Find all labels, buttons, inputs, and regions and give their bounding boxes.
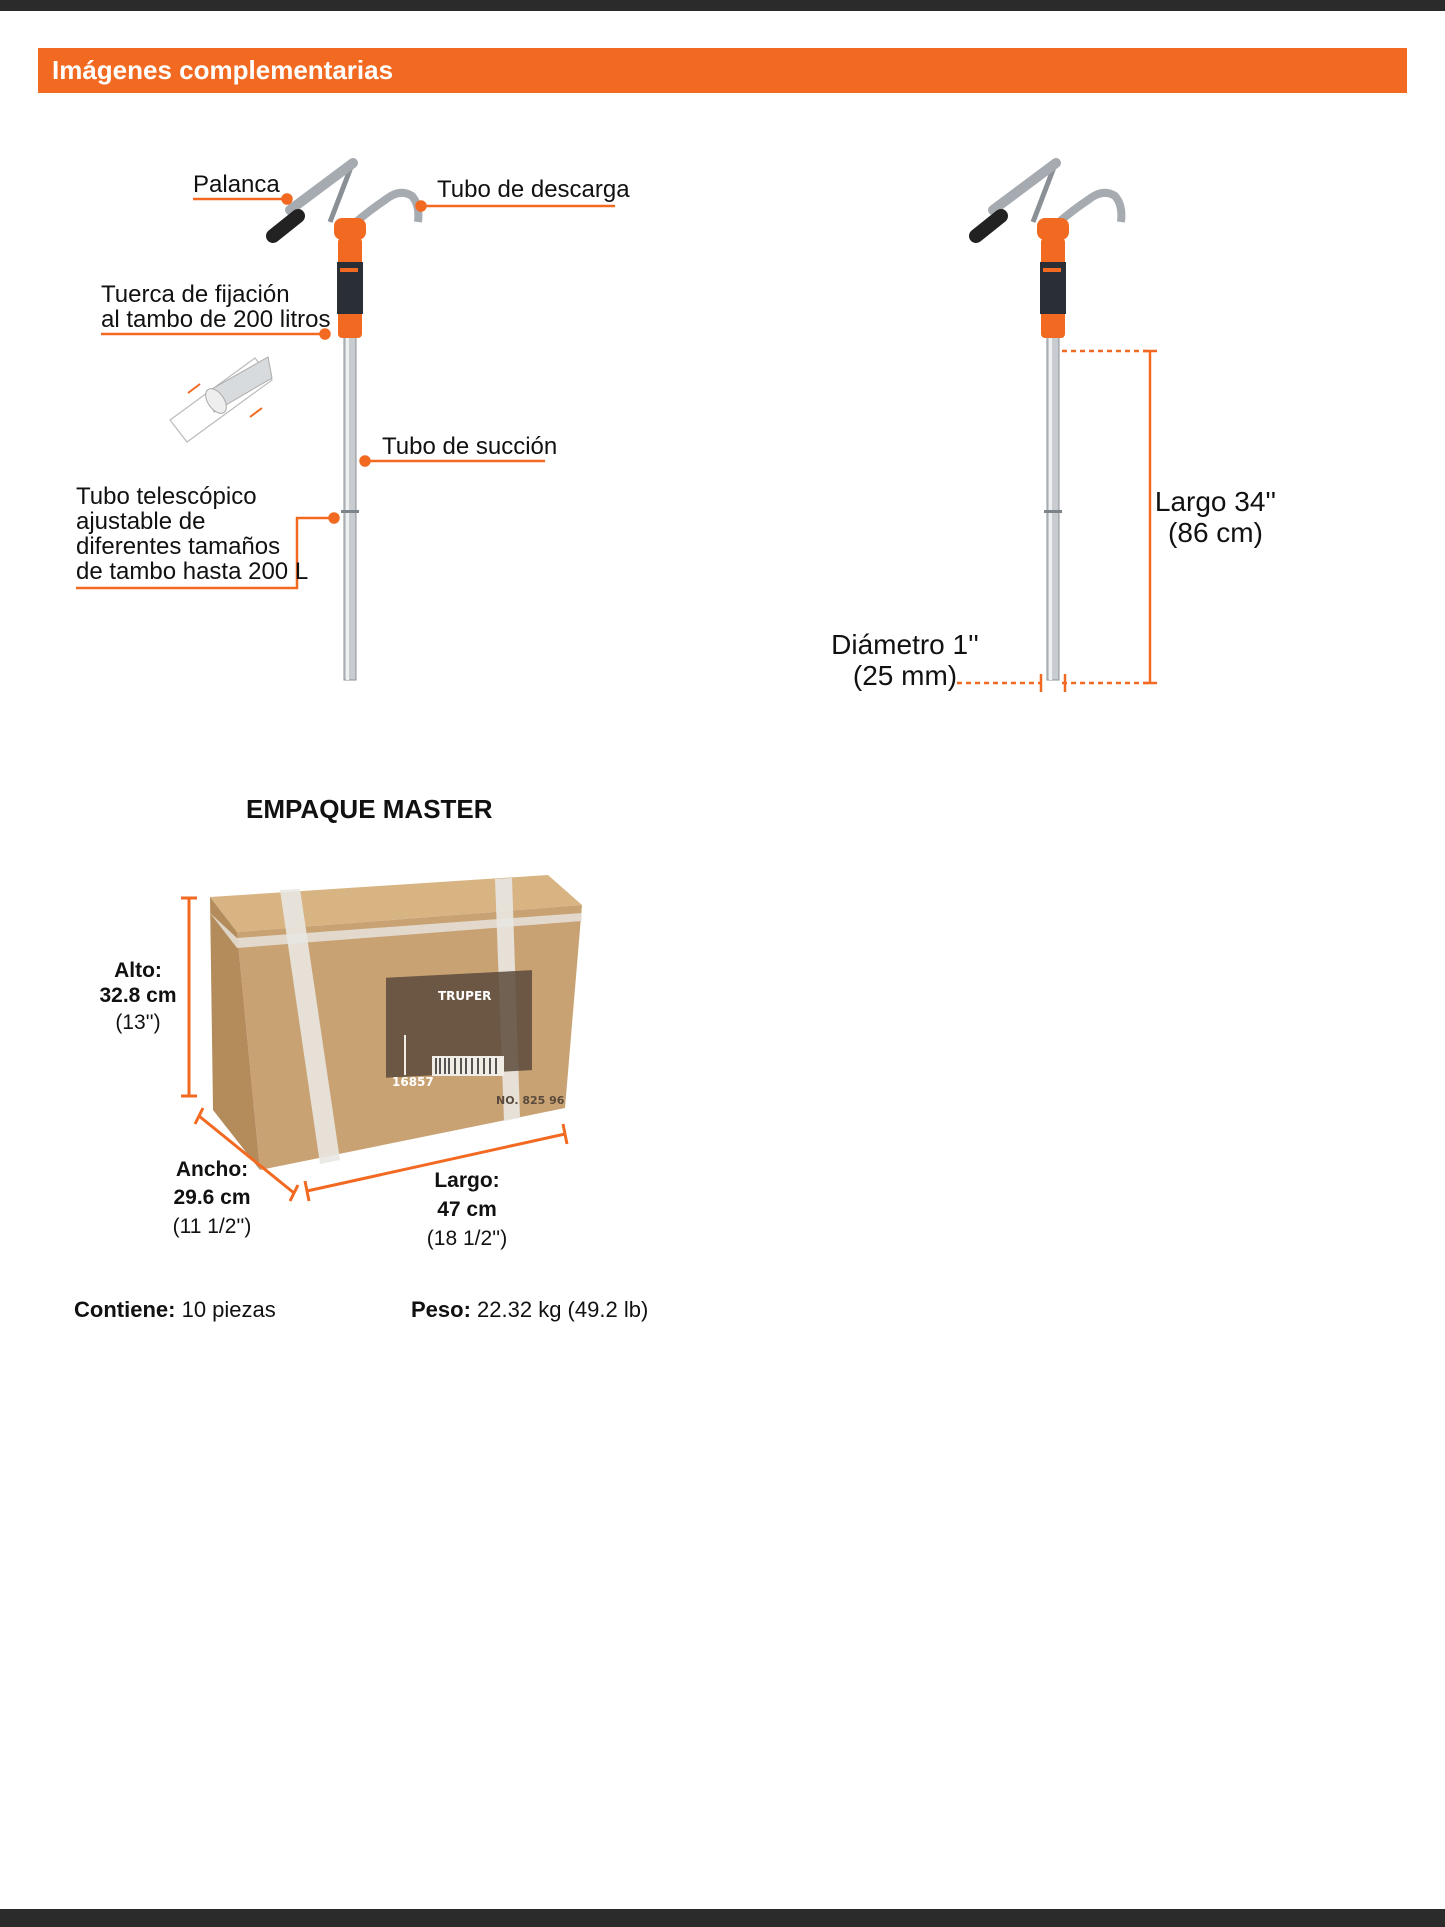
- label-tuerca-line2: al tambo de 200 litros: [101, 306, 331, 333]
- master-box-image: TRUPER 16857 NO. 825 96: [210, 875, 582, 1170]
- label-telescopico-line1: Tubo telescópico: [76, 483, 257, 510]
- peso-value: 22.32 kg (49.2 lb): [477, 1297, 649, 1322]
- label-tubo-descarga: Tubo de descarga: [437, 176, 630, 203]
- box-ancho-metric: 29.6 cm: [173, 1186, 251, 1209]
- label-telescopico-line4: de tambo hasta 200 L: [76, 558, 309, 585]
- label-telescopico-line3: diferentes tamaños: [76, 533, 281, 560]
- label-palanca: Palanca: [193, 171, 280, 198]
- dim-largo-metric: (86 cm): [1168, 517, 1263, 548]
- section-header: Imágenes complementarias: [38, 48, 1407, 93]
- box-alto-metric: 32.8 cm: [99, 984, 177, 1007]
- contiene-label: Contiene:: [74, 1297, 176, 1322]
- label-telescopico-line2: ajustable de: [76, 508, 206, 535]
- box-ancho-imperial: (11 1/2''): [172, 1215, 252, 1238]
- leader-lines-left: [76, 193, 615, 590]
- bottom-bar: [0, 1909, 1445, 1927]
- pump-right-image: [969, 158, 1126, 681]
- master-pack-title: EMPAQUE MASTER: [246, 794, 493, 824]
- svg-text:TRUPER: TRUPER: [438, 989, 491, 1003]
- dim-largo-label: Largo 34'': [1154, 486, 1277, 517]
- peso-label: Peso:: [411, 1297, 471, 1322]
- box-dimension-lines: [181, 896, 569, 1202]
- box-ancho-label: Ancho:: [175, 1158, 249, 1181]
- contiene-value: 10 piezas: [181, 1297, 276, 1322]
- pump-left-image: [266, 158, 423, 681]
- box-contiene: Contiene: 10 piezas: [74, 1297, 276, 1323]
- top-bar: [0, 0, 1445, 11]
- box-alto-label: Alto:: [114, 959, 162, 982]
- label-tubo-succion: Tubo de succión: [382, 433, 558, 460]
- box-peso: Peso: 22.32 kg (49.2 lb): [411, 1297, 648, 1323]
- svg-text:16857: 16857: [392, 1075, 434, 1089]
- label-tuerca-line1: Tuerca de fijación: [101, 281, 290, 308]
- box-largo-imperial: (18 1/2''): [426, 1227, 508, 1250]
- box-largo-metric: 47 cm: [437, 1198, 497, 1221]
- box-alto-imperial: (13''): [115, 1011, 161, 1034]
- dimension-lines-right: [957, 349, 1157, 692]
- telescopic-tube-sketch: [169, 356, 273, 443]
- svg-text:NO. 825 96: NO. 825 96: [496, 1094, 565, 1107]
- dim-diametro-metric: (25 mm): [852, 660, 958, 691]
- box-largo-label: Largo:: [434, 1169, 500, 1192]
- dim-diametro-label: Diámetro 1'': [831, 629, 979, 660]
